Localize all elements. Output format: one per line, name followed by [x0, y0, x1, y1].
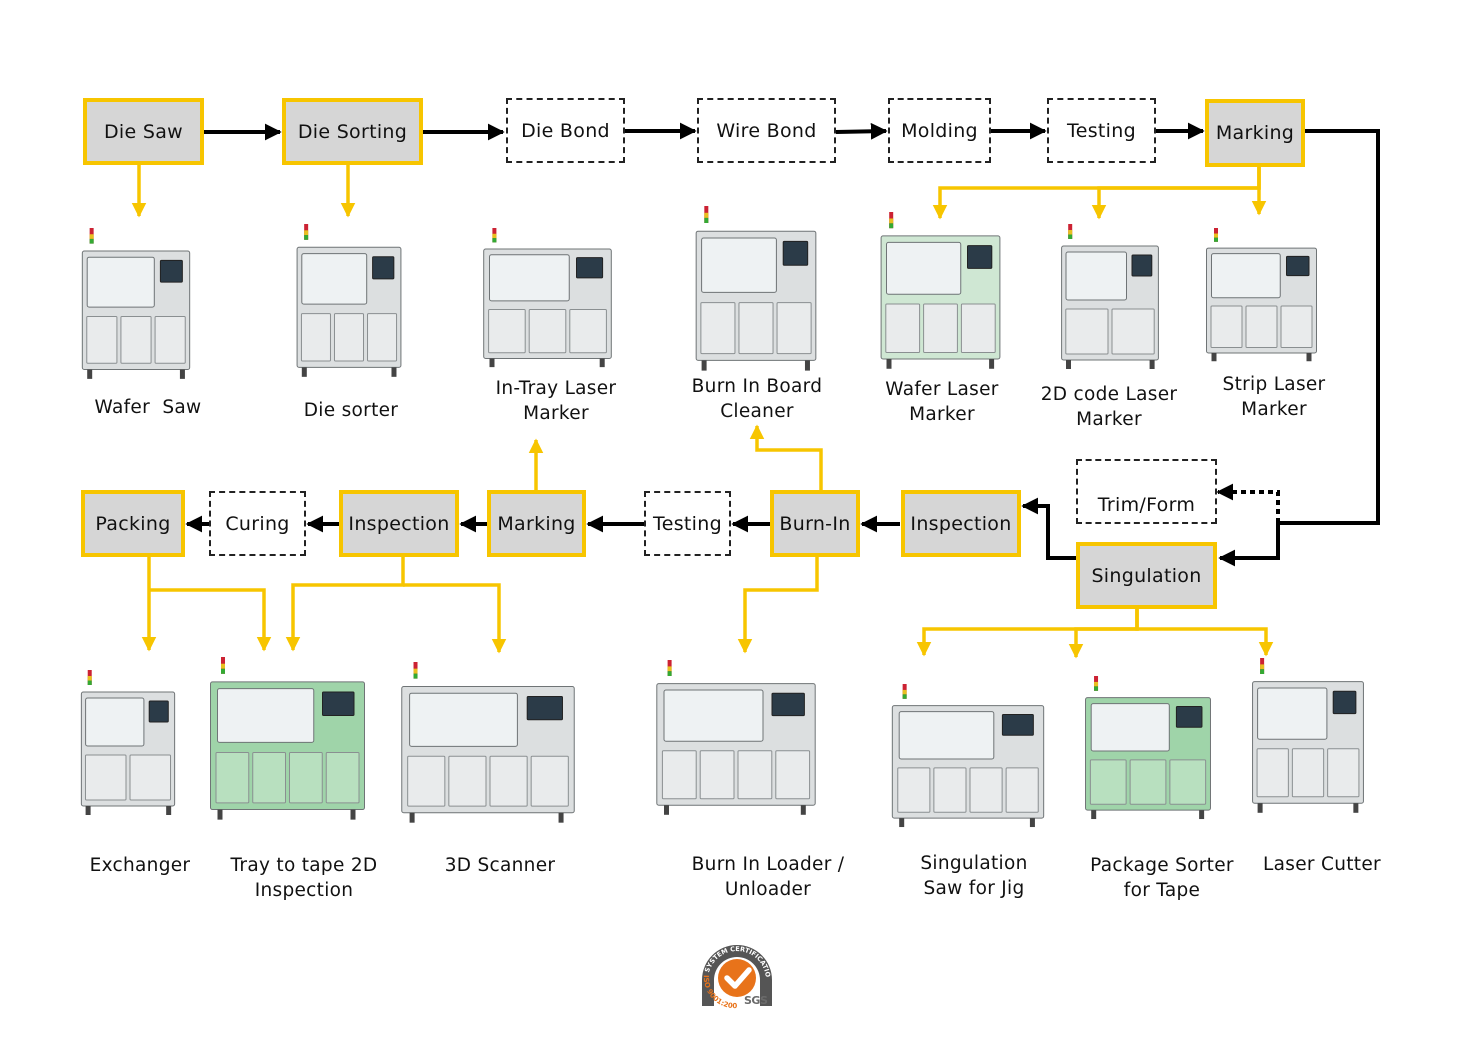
machine-singulation-saw-for-jig [882, 682, 1054, 830]
iso-certification-logo: SYSTEM CERTIFICATION ISO 9001:2000 [691, 928, 780, 1012]
arrow-to-trim-form [1216, 483, 1280, 523]
machine-burn-in-loader-unloader [646, 658, 826, 818]
link-burn-in-loader [737, 557, 819, 654]
caption-die-sorter: Die sorter [303, 400, 399, 421]
machine-burn-in-loader-unloader-illustration [656, 660, 816, 815]
link-singulation-0 [916, 609, 1139, 657]
machine-wafer-saw [75, 226, 197, 382]
machine-burn-in-board-cleaner [688, 204, 824, 374]
machine-wafer-saw-illustration [81, 228, 191, 379]
machine-2d-code-laser-marker-illustration [1061, 224, 1159, 369]
machine-exchanger-illustration [80, 670, 176, 815]
arrow-marking-to-singulation [1218, 129, 1380, 567]
caption-burn-in-loader-unloader: Burn In Loader /Unloader [691, 854, 845, 900]
process-box-marking-bottom: Marking [487, 490, 586, 557]
machine-in-tray-laser-marker [475, 226, 620, 370]
process-box-molding: Molding [888, 98, 991, 163]
machine-singulation-saw-for-jig-illustration [891, 684, 1045, 828]
process-box-testing-top: Testing [1047, 98, 1156, 163]
machine-tray-to-tape-2d-inspection [200, 655, 375, 823]
machine-strip-laser-marker [1199, 226, 1324, 364]
caption-exchanger: Exchanger [89, 855, 191, 876]
machine-burn-in-board-cleaner-illustration [695, 206, 817, 371]
process-box-singulation: Singulation [1076, 542, 1217, 609]
link-burn-in-cleaner [749, 424, 823, 490]
process-box-inspection-left: Inspection [339, 490, 459, 557]
caption-wafer-saw: Wafer Saw [94, 397, 202, 418]
sgs-brand-text: SGS [744, 994, 768, 1007]
process-box-inspection-right: Inspection [901, 490, 1021, 557]
arrow-wire-bond-to-molding [835, 122, 888, 140]
arrow-singulation-to-inspection [1021, 497, 1076, 560]
process-box-wire-bond: Wire Bond [697, 98, 836, 163]
link-inspection-3d-scanner [403, 583, 507, 654]
link-packing-tray-to-tape [149, 588, 272, 652]
process-box-trim-form: Trim/Form [1076, 459, 1217, 524]
machine-exchanger [75, 668, 181, 818]
process-box-marking-top: Marking [1205, 99, 1305, 167]
caption-laser-cutter: Laser Cutter [1263, 854, 1381, 875]
machine-strip-laser-marker-illustration [1206, 228, 1317, 362]
machine-tray-to-tape-2d-inspection-illustration [210, 657, 365, 820]
process-box-die-sorting: Die Sorting [282, 98, 423, 165]
machine-3d-scanner [390, 660, 586, 826]
machine-wafer-laser-marker [873, 210, 1008, 372]
caption-3d-scanner: 3D Scanner [444, 855, 556, 876]
machine-die-sorter-illustration [296, 224, 402, 377]
link-marking-top-1 [1091, 167, 1261, 220]
machine-2d-code-laser-marker [1055, 222, 1165, 372]
process-box-testing-bottom: Testing [644, 491, 731, 556]
machine-3d-scanner-illustration [401, 662, 575, 823]
machine-in-tray-laser-marker-illustration [483, 228, 612, 368]
process-box-curing: Curing [209, 491, 306, 556]
link-singulation-1 [1068, 609, 1139, 659]
process-box-burn-in: Burn-In [770, 490, 860, 557]
machine-wafer-laser-marker-illustration [880, 212, 1001, 369]
machine-die-sorter [290, 222, 408, 380]
machine-package-sorter-for-tape-illustration [1085, 676, 1211, 820]
link-inspection-tray-to-tape [285, 557, 405, 652]
process-box-die-bond: Die Bond [506, 98, 625, 163]
machine-laser-cutter-illustration [1252, 658, 1364, 813]
machine-package-sorter-for-tape [1077, 674, 1219, 822]
process-box-packing: Packing [81, 490, 185, 557]
link-singulation-2 [1135, 609, 1274, 657]
machine-laser-cutter [1245, 656, 1371, 816]
process-box-die-saw: Die Saw [83, 98, 204, 165]
